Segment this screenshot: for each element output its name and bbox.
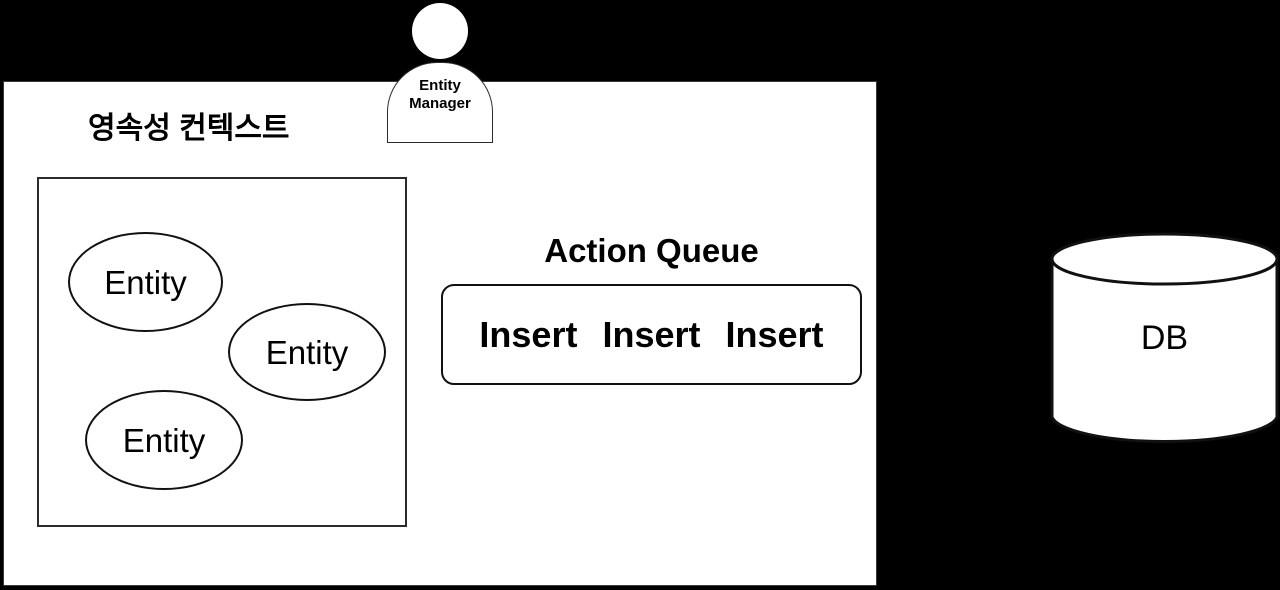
queue-item-insert[interactable]: Insert — [602, 313, 701, 355]
entity-node[interactable]: Entity — [68, 232, 223, 332]
database-cylinder-icon — [1050, 232, 1279, 443]
entity-manager-actor[interactable]: Entity Manager — [387, 62, 493, 143]
actor-label-line1: Entity — [419, 77, 461, 94]
queue-item-insert[interactable]: Insert — [479, 313, 578, 355]
queue-item-insert[interactable]: Insert — [725, 313, 824, 355]
action-queue-box: Insert Insert Insert — [441, 284, 862, 385]
page-title: 영속성 컨텍스트 — [88, 112, 290, 145]
entity-node[interactable]: Entity — [228, 303, 386, 401]
database-cylinder[interactable]: DB — [1050, 232, 1279, 444]
entity-node[interactable]: Entity — [85, 390, 243, 490]
actor-head-icon — [412, 3, 468, 59]
action-queue-title: Action Queue — [544, 232, 759, 269]
actor-label-line2: Manager — [409, 94, 471, 112]
